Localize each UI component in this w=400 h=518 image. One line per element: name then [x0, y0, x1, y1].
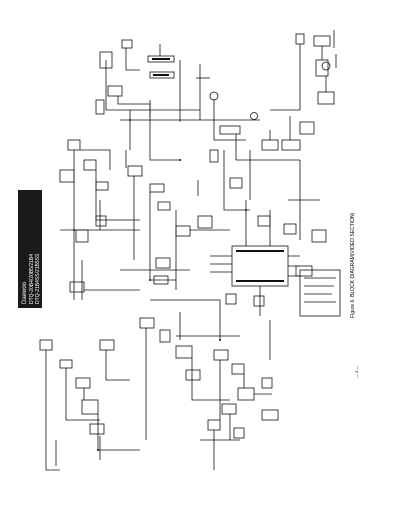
page-number: — 3 — — [354, 366, 359, 378]
title-line2: DTQ-21B4SS/21B5SS — [35, 253, 41, 304]
schematic-wiring — [39, 30, 341, 471]
title-line1: DTQ-20B4/20B5/21B4 — [29, 254, 35, 304]
title-brand: Daewoo — [22, 281, 28, 304]
figure-caption: Figure 6: BLOCK DIAGRAM(VIDEO SECTION) — [350, 212, 356, 318]
title-block: Daewoo DTQ-20B4/20B5/21B4 DTQ-21B4SS/21B… — [18, 190, 42, 308]
page-number-text: — 3 — — [354, 366, 359, 378]
caption-text: Figure 6: BLOCK DIAGRAM(VIDEO SECTION) — [350, 212, 356, 318]
